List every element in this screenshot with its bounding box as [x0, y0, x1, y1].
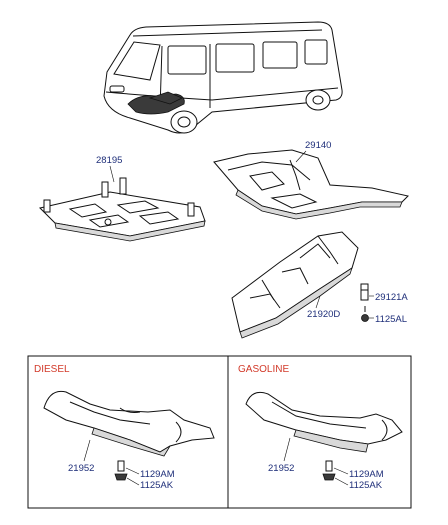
label-21920d: 21920D — [307, 309, 340, 320]
leader-29140 — [295, 150, 307, 163]
label-1125al: 1125AL — [375, 314, 407, 325]
leader-21920d — [315, 295, 321, 309]
label-21952-diesel: 21952 — [68, 463, 94, 474]
part-29140 — [213, 149, 409, 220]
part-21952-diesel — [43, 390, 215, 457]
part-29121a — [360, 283, 369, 301]
label-29140: 29140 — [305, 140, 331, 151]
part-1125al — [361, 306, 369, 322]
leader-1129am-diesel — [125, 467, 140, 475]
leader-21952-gasoline — [283, 437, 291, 462]
leader-28195 — [109, 165, 115, 183]
bolt-gasoline — [322, 460, 336, 481]
label-1129am-diesel: 1129AM — [140, 469, 175, 480]
leader-1125ak-diesel — [126, 477, 140, 486]
part-21920d — [231, 231, 359, 339]
part-28195 — [39, 177, 206, 242]
leader-1129am-gasoline — [333, 467, 349, 475]
label-21952-gasoline: 21952 — [268, 463, 294, 474]
section-diesel: DIESEL — [34, 364, 70, 375]
van-illustration — [103, 21, 343, 134]
section-gasoline: GASOLINE — [238, 364, 289, 375]
leader-1125ak-gasoline — [334, 477, 349, 486]
bolt-diesel — [114, 460, 128, 481]
variant-box — [27, 355, 412, 509]
label-1125ak-gasoline: 1125AK — [349, 480, 383, 491]
label-29121a: 29121A — [375, 292, 408, 303]
label-1129am-gasoline: 1129AM — [349, 469, 384, 480]
leader-21952-diesel — [83, 439, 91, 462]
label-28195: 28195 — [96, 155, 122, 166]
part-21952-gasoline — [245, 391, 403, 453]
label-1125ak-diesel: 1125AK — [140, 480, 174, 491]
